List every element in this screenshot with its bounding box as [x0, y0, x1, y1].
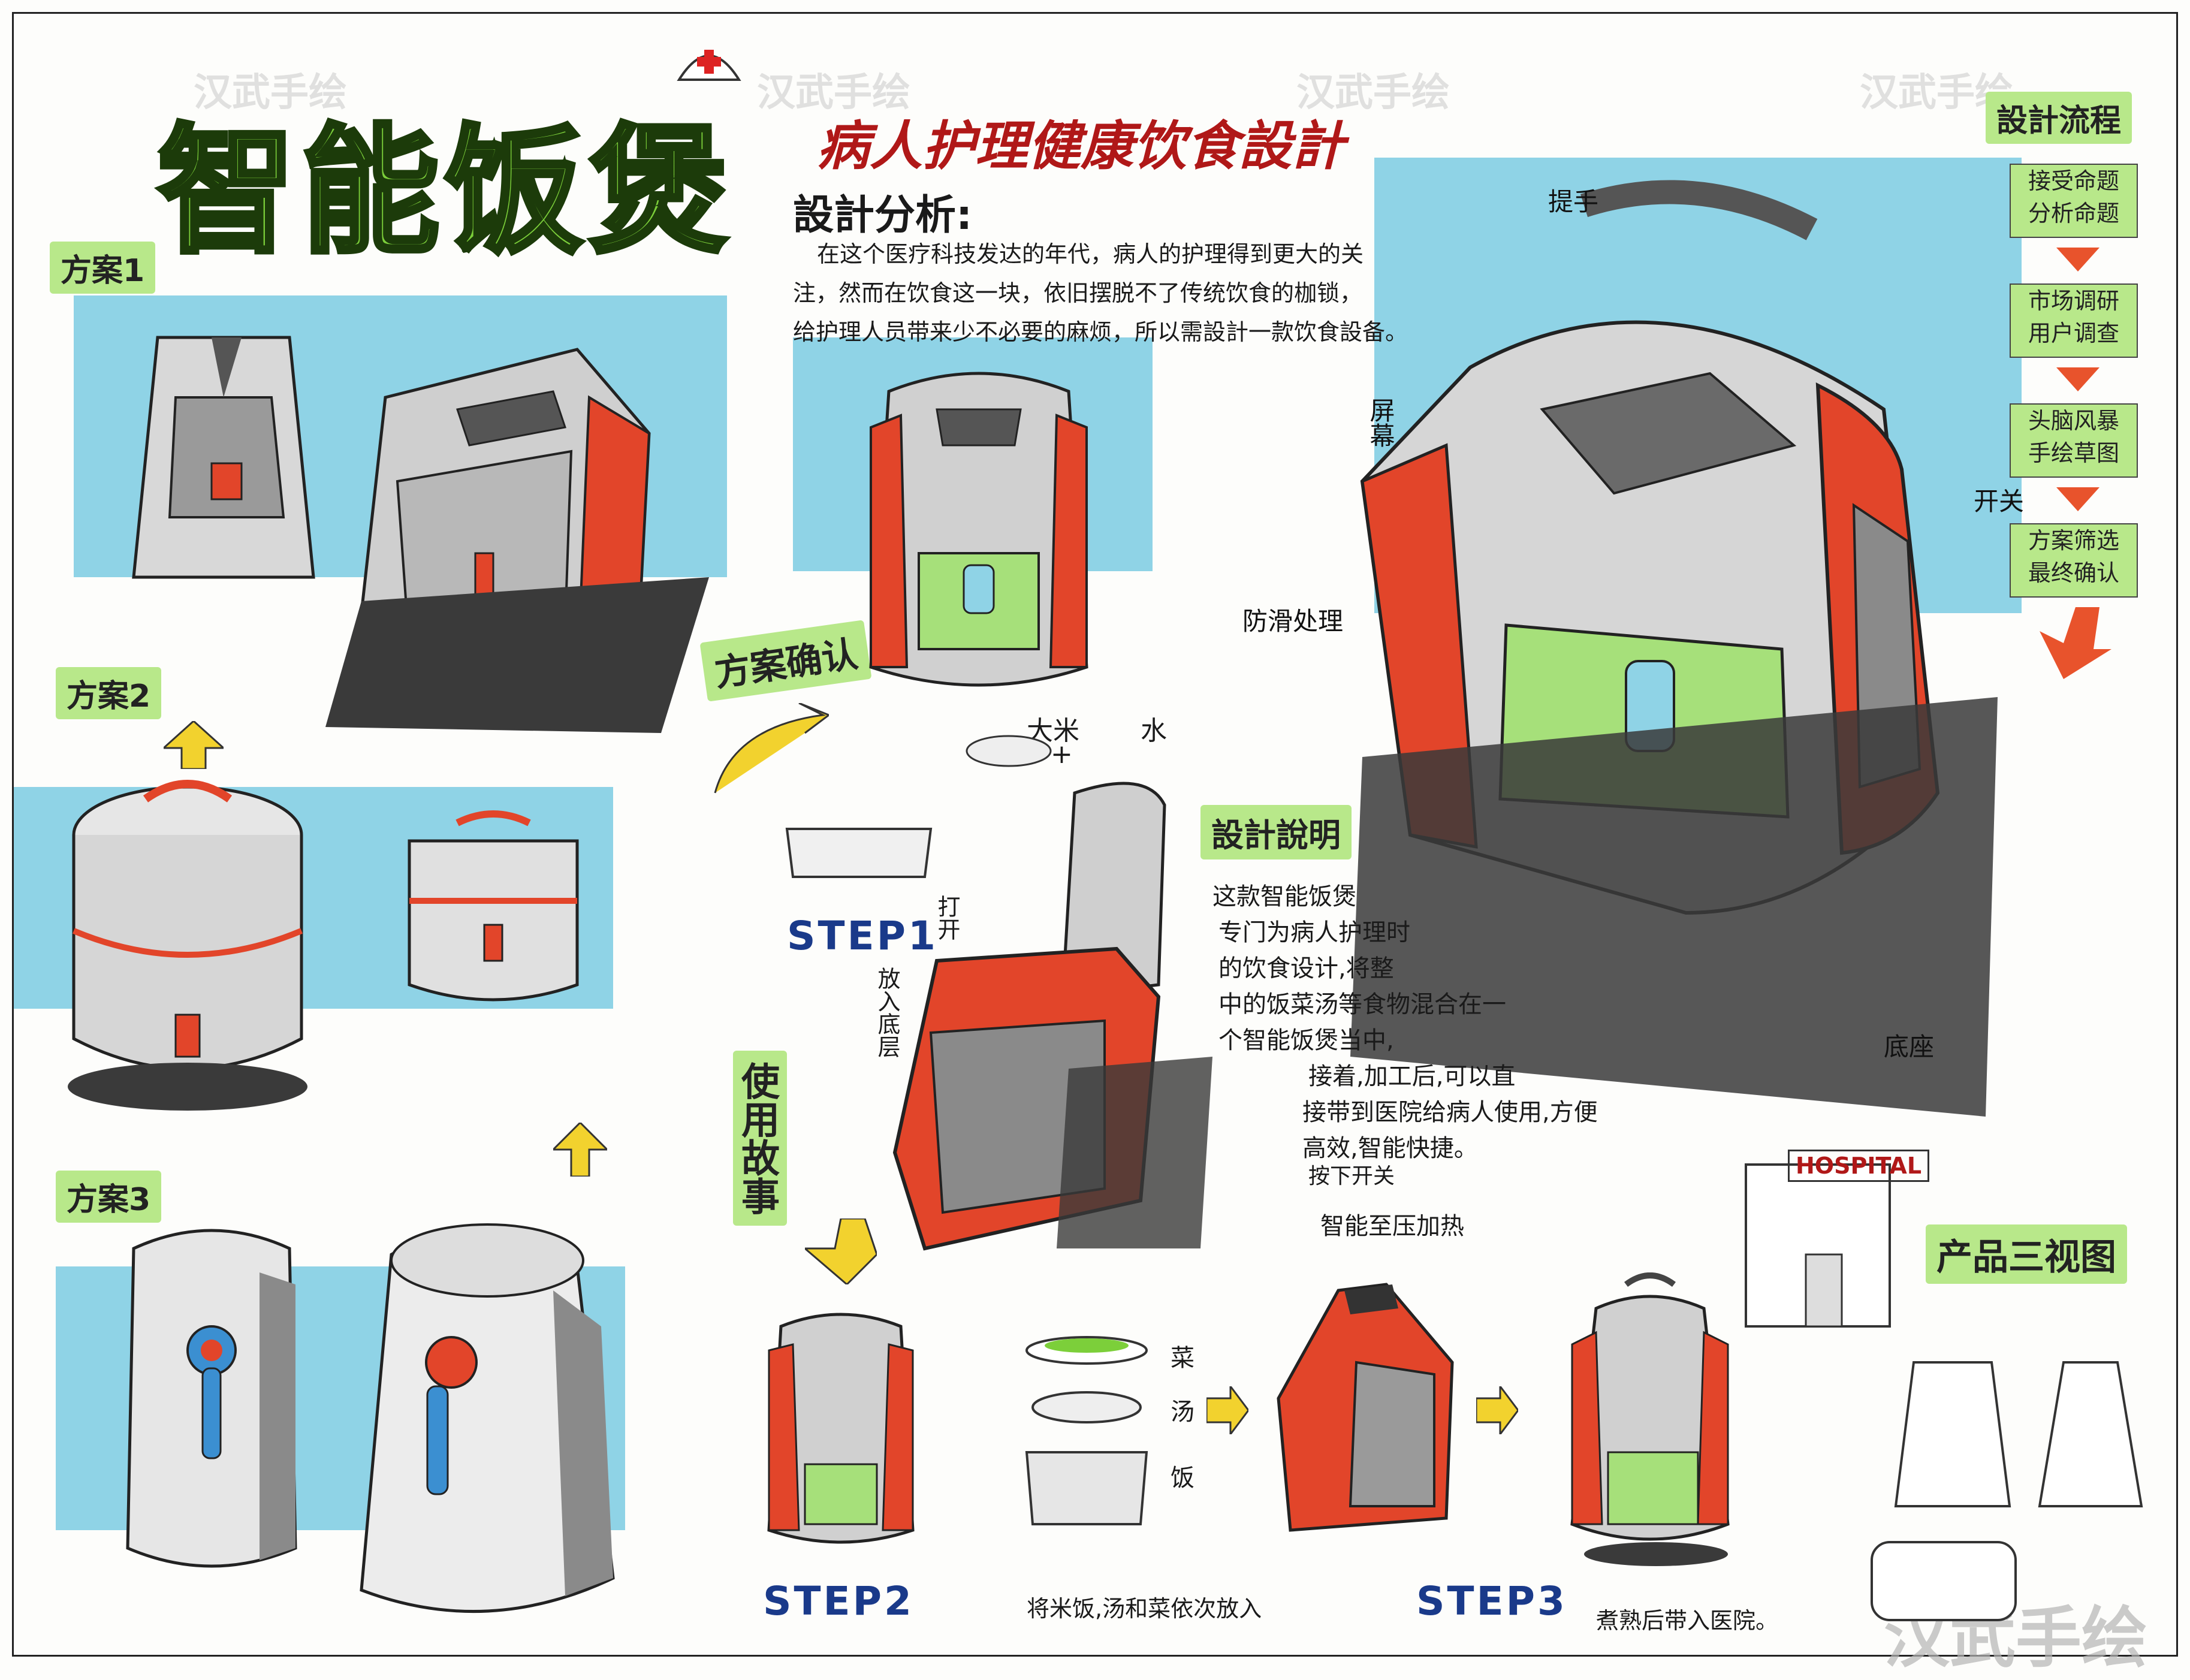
story-label: 使用故事	[733, 1051, 787, 1226]
right-arrow-icon	[1206, 1386, 1248, 1434]
explain-line: 的饮食设计,将整	[1218, 955, 1394, 982]
plan2-label: 方案2	[56, 667, 162, 719]
flow-step-3: 头脑风暴 手绘草图	[2010, 403, 2138, 478]
step3-label: STEP3	[1416, 1578, 1567, 1624]
confirm-product-sketch	[869, 372, 1088, 687]
flow-arrow-icon	[2056, 367, 2099, 391]
layer-label-soup: 汤	[1171, 1398, 1194, 1426]
flow-final-arrow-icon	[2040, 607, 2111, 679]
flow-arrow-icon	[2056, 248, 2099, 272]
plan1-sketch-front	[132, 336, 315, 579]
ingredient-plus: +	[1051, 739, 1073, 770]
flow-arrow-icon	[2056, 487, 2099, 511]
step3-heating-sketch	[1277, 1283, 1454, 1532]
analysis-line: 给护理人员带来少不必要的麻烦，所以需設計一款饮食設备。	[793, 319, 1408, 345]
step3-carry-sketch	[1570, 1272, 1730, 1566]
press-switch-note: 按下开关	[1308, 1164, 1395, 1189]
three-view-label: 产品三视图	[1926, 1224, 2127, 1284]
analysis-line: 注，然而在饮食这一块，依旧摆脱不了传统饮食的枷锁，	[793, 280, 1363, 306]
plan3-sketch-right	[360, 1223, 615, 1613]
layer-dish-icon	[1025, 1336, 1148, 1365]
three-view-front	[1894, 1361, 2011, 1507]
explain-line: 高效,智能快捷。	[1302, 1135, 1478, 1162]
callout-handle: 提手	[1548, 187, 1599, 216]
hospital-building-sketch	[1745, 1163, 1891, 1328]
watermark: 汉武手绘	[194, 71, 347, 115]
nurse-hat-icon	[677, 50, 741, 81]
watermark: 汉武手绘	[1296, 71, 1450, 115]
explain-line: 个智能饭煲当中,	[1218, 1027, 1394, 1054]
step2-caption: 将米饭,汤和菜依次放入	[1027, 1595, 1262, 1622]
right-arrow-icon	[1476, 1386, 1518, 1434]
layer-label-dish: 菜	[1171, 1344, 1194, 1372]
callout-base: 底座	[1884, 1032, 1935, 1061]
analysis-line: 在这个医疗科技发达的年代，病人的护理得到更大的关	[817, 241, 1364, 267]
flow-step-2: 市场调研 用户调查	[2010, 283, 2138, 358]
layer-rice-pot-icon	[1025, 1451, 1148, 1525]
plan3-label: 方案3	[56, 1171, 162, 1223]
poster-subtitle: 病人护理健康饮食設計	[817, 114, 1345, 177]
step3-caption: 煮熟后带入医院。	[1596, 1607, 1779, 1634]
layer-soup-icon	[1031, 1391, 1142, 1423]
heat-note: 智能至压加热	[1320, 1213, 1464, 1240]
explain-line: 中的饭菜汤等食物混合在一	[1218, 991, 1506, 1018]
three-view-top	[1871, 1541, 2017, 1621]
callout-screen: 屏幕	[1366, 397, 1395, 448]
step2-label: STEP2	[763, 1578, 914, 1624]
page-title: 智能饭煲	[155, 110, 734, 275]
callout-antislip: 防滑处理	[1242, 607, 1344, 636]
plan2-sketch-small	[408, 810, 579, 1002]
plan2-sketch-cylinder	[68, 780, 307, 1111]
flow-step-1: 接受命题 分析命题	[2010, 164, 2138, 238]
explain-line: 专门为病人护理时	[1218, 919, 1410, 946]
explain-line: 这款智能饭煲	[1212, 883, 1356, 910]
hero-product-sketch	[1350, 180, 1998, 1117]
hospital-sign: HOSPITAL	[1788, 1150, 1930, 1182]
three-view-side	[2038, 1361, 2143, 1507]
up-arrow-icon	[164, 721, 224, 769]
ingredient-water: 水	[1141, 716, 1167, 746]
explain-line: 接着,加工后,可以直	[1308, 1063, 1516, 1090]
explain-line: 接带到医院给病人使用,方便	[1302, 1099, 1598, 1126]
explain-heading: 設計說明	[1200, 805, 1352, 859]
step1-product-open-sketch	[892, 782, 1212, 1251]
step1-label: STEP1	[787, 913, 938, 959]
layer-label-rice: 饭	[1171, 1464, 1194, 1492]
plan1-shadow	[325, 577, 709, 733]
confirm-label: 方案确认	[699, 620, 872, 702]
watermark: 汉武手绘	[757, 71, 910, 115]
plan3-sketch-left	[126, 1229, 297, 1568]
up-arrow-icon	[553, 1123, 607, 1177]
put-in-note: 放入底层	[874, 967, 900, 1058]
poster-sheet: 汉武手绘 汉武手绘 汉武手绘 汉武手绘 汉武手绘 智能饭煲 病人护理健康饮食設計…	[12, 12, 2178, 1676]
open-note: 打开	[934, 895, 960, 940]
down-arrow-icon	[805, 1218, 877, 1284]
flow-step-4: 方案筛选 最终确认	[2010, 523, 2138, 598]
story-curve-arrow-icon	[714, 703, 829, 794]
callout-switch: 开关	[1974, 487, 2025, 516]
flow-title: 設計流程	[1986, 92, 2132, 144]
tray-icon	[785, 828, 933, 878]
analysis-heading: 設計分析:	[793, 192, 973, 239]
rice-bowl-icon	[966, 735, 1052, 767]
plan1-label: 方案1	[50, 242, 156, 294]
step2-product-sketch	[767, 1313, 915, 1544]
